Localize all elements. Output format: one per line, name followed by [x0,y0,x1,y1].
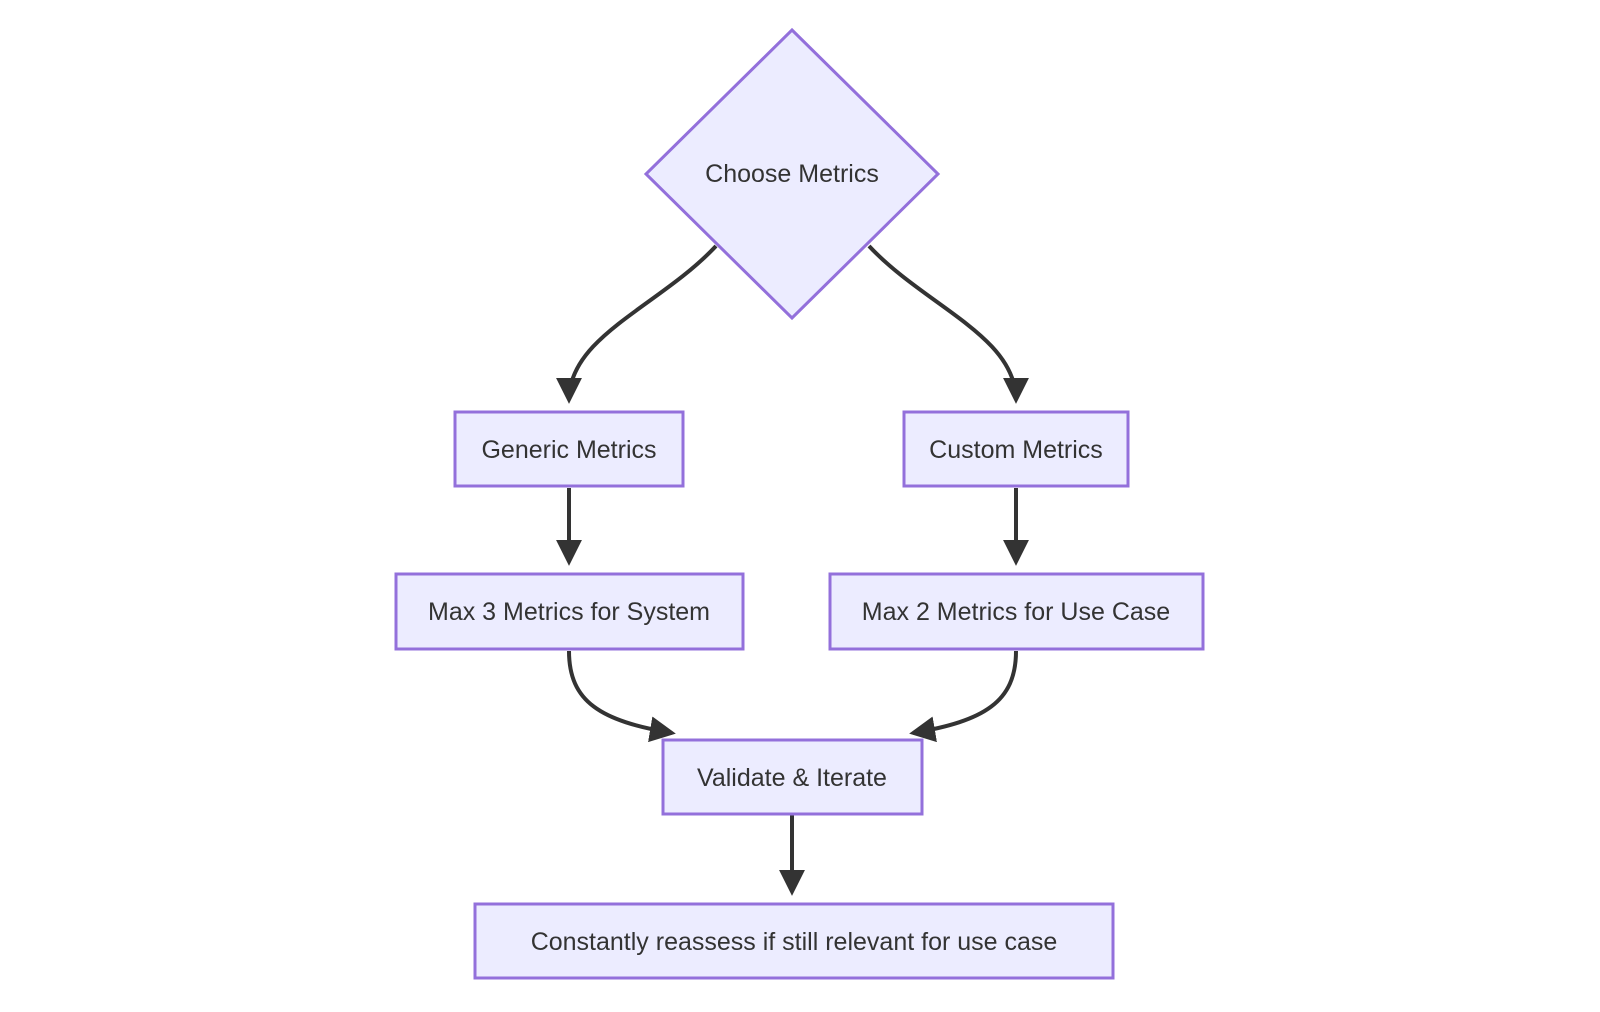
node-validate-iterate: Validate & Iterate [661,738,924,816]
node-choose-metrics-label: Choose Metrics [705,160,879,188]
node-max3-metrics-label: Max 3 Metrics for System [428,598,710,626]
rect-shape [828,572,1205,651]
node-reassess: Constantly reassess if still relevant fo… [473,902,1115,980]
rect-shape [902,410,1130,488]
edge-max2-to-validate [909,650,1018,743]
rect-shape [473,902,1115,980]
node-max2-metrics: Max 2 Metrics for Use Case [828,572,1205,651]
node-custom-metrics: Custom Metrics [902,410,1130,488]
node-max2-metrics-label: Max 2 Metrics for Use Case [862,598,1170,626]
node-generic-metrics: Generic Metrics [453,410,685,488]
node-generic-metrics-label: Generic Metrics [481,436,656,464]
edge-max3-to-validate [567,650,676,743]
edge-layer [556,244,1029,896]
diamond-shape [643,27,941,321]
node-validate-iterate-label: Validate & Iterate [697,764,887,792]
rect-shape [453,410,685,488]
rect-shape [394,572,745,651]
node-custom-metrics-label: Custom Metrics [929,436,1103,464]
node-choose-metrics: Choose Metrics [643,27,941,321]
edge-choose-to-custom [867,244,1029,404]
node-reassess-label: Constantly reassess if still relevant fo… [531,928,1058,956]
rect-shape [661,738,924,816]
node-max3-metrics: Max 3 Metrics for System [394,572,745,651]
edge-choose-to-generic [556,244,718,404]
